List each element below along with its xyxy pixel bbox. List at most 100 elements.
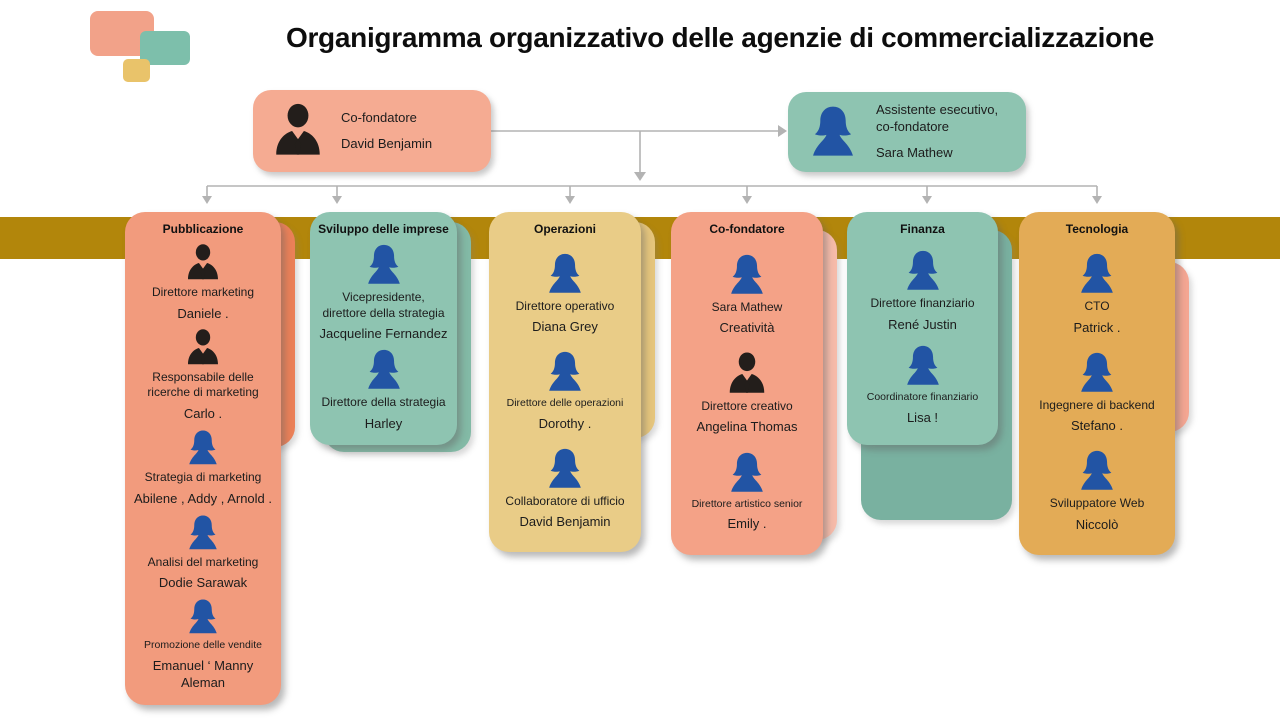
person-female-icon <box>804 103 862 161</box>
entry-role: Collaboratore di ufficio <box>505 493 625 508</box>
person-female-icon <box>183 597 223 637</box>
person-female-icon <box>900 248 946 294</box>
person-female-icon <box>361 347 407 393</box>
entry-role: Sara Mathew <box>711 299 783 314</box>
entry-name: Creatività <box>719 320 775 336</box>
entry-name: Dorothy . <box>538 415 592 431</box>
person-female-icon <box>183 513 223 553</box>
entry-name: Daniele . <box>177 305 229 321</box>
entry-role: Direttore creativo <box>701 398 793 413</box>
entry-role: CTO <box>1084 299 1110 314</box>
entry-name: Carlo . <box>183 406 223 422</box>
entry-role: Direttore operativo <box>515 298 615 313</box>
person-female-icon <box>900 343 946 389</box>
person-male-icon <box>183 243 223 283</box>
org-entry: Responsabile delle ricerche di marketing… <box>129 328 277 423</box>
entry-name: Emily . <box>727 516 767 532</box>
entry-name: Stefano . <box>1070 418 1124 434</box>
person-female-icon <box>724 450 770 496</box>
entry-role: Strategia di marketing <box>144 470 262 485</box>
entry-name: Dodie Sarawak <box>158 575 248 591</box>
person-female-icon <box>1074 251 1120 297</box>
entry-role: Direttore finanziario <box>870 295 975 310</box>
top-node-role: Assistente esecutivo, co-fondatore <box>876 102 999 135</box>
entry-name: Harley <box>364 415 403 431</box>
entry-name: Abilene , Addy , Arnold . <box>133 490 273 506</box>
top-node-role: Co-fondatore <box>341 109 417 125</box>
column-title: Co-fondatore <box>709 222 785 236</box>
person-female-icon <box>542 251 588 297</box>
person-female-icon <box>183 428 223 468</box>
column-title: Tecnologia <box>1065 222 1129 236</box>
column-entries: Vicepresidente, direttore della strategi… <box>310 236 457 445</box>
entry-role: Promozione delle vendite <box>144 639 262 652</box>
entry-role: Direttore artistico senior <box>691 497 803 510</box>
person-female-icon <box>361 242 407 288</box>
decor-shape-yellow <box>123 59 150 82</box>
entry-role: Coordinatore finanziario <box>866 391 979 404</box>
column-title: Operazioni <box>533 222 596 236</box>
entry-role: Vicepresidente, direttore della strategi… <box>322 290 445 320</box>
org-entry: CTO Patrick . <box>1023 251 1171 336</box>
entry-role: Direttore della strategia <box>321 395 446 410</box>
entry-role: Direttore marketing <box>151 285 255 300</box>
column-title: Pubblicazione <box>162 222 244 236</box>
org-entry: Vicepresidente, direttore della strategi… <box>314 242 453 343</box>
top-node-name: David Benjamin <box>341 135 433 151</box>
entry-name: Angelina Thomas <box>696 419 798 435</box>
entry-role: Responsabile delle ricerche di marketing <box>147 369 259 400</box>
entry-role: Ingegnere di backend <box>1039 397 1155 412</box>
entry-role: Direttore delle operazioni <box>506 397 624 410</box>
person-female-icon <box>1074 350 1120 396</box>
person-male-icon <box>724 351 770 397</box>
person-male-icon <box>183 328 223 368</box>
entry-name: Patrick . <box>1073 319 1121 335</box>
entry-name: Emanuel ‘ Manny Aleman <box>152 658 254 690</box>
top-node-name: Sara Mathew <box>876 144 953 160</box>
entry-name: David Benjamin <box>519 514 611 530</box>
entry-name: Lisa ! <box>906 410 939 426</box>
entry-role: Analisi del marketing <box>147 554 259 569</box>
person-female-icon <box>542 446 588 492</box>
page-title: Organigramma organizzativo delle agenzie… <box>285 22 1155 53</box>
entry-name: René Justin <box>888 316 957 332</box>
entry-name: Jacqueline Fernandez <box>319 326 448 342</box>
entry-role: Sviluppatore Web <box>1049 496 1145 511</box>
person-female-icon <box>542 349 588 395</box>
column-title: Finanza <box>900 222 945 236</box>
person-female-icon <box>1074 448 1120 494</box>
column-title: Sviluppo delle imprese <box>318 222 449 236</box>
entry-name: Diana Grey <box>532 319 598 335</box>
